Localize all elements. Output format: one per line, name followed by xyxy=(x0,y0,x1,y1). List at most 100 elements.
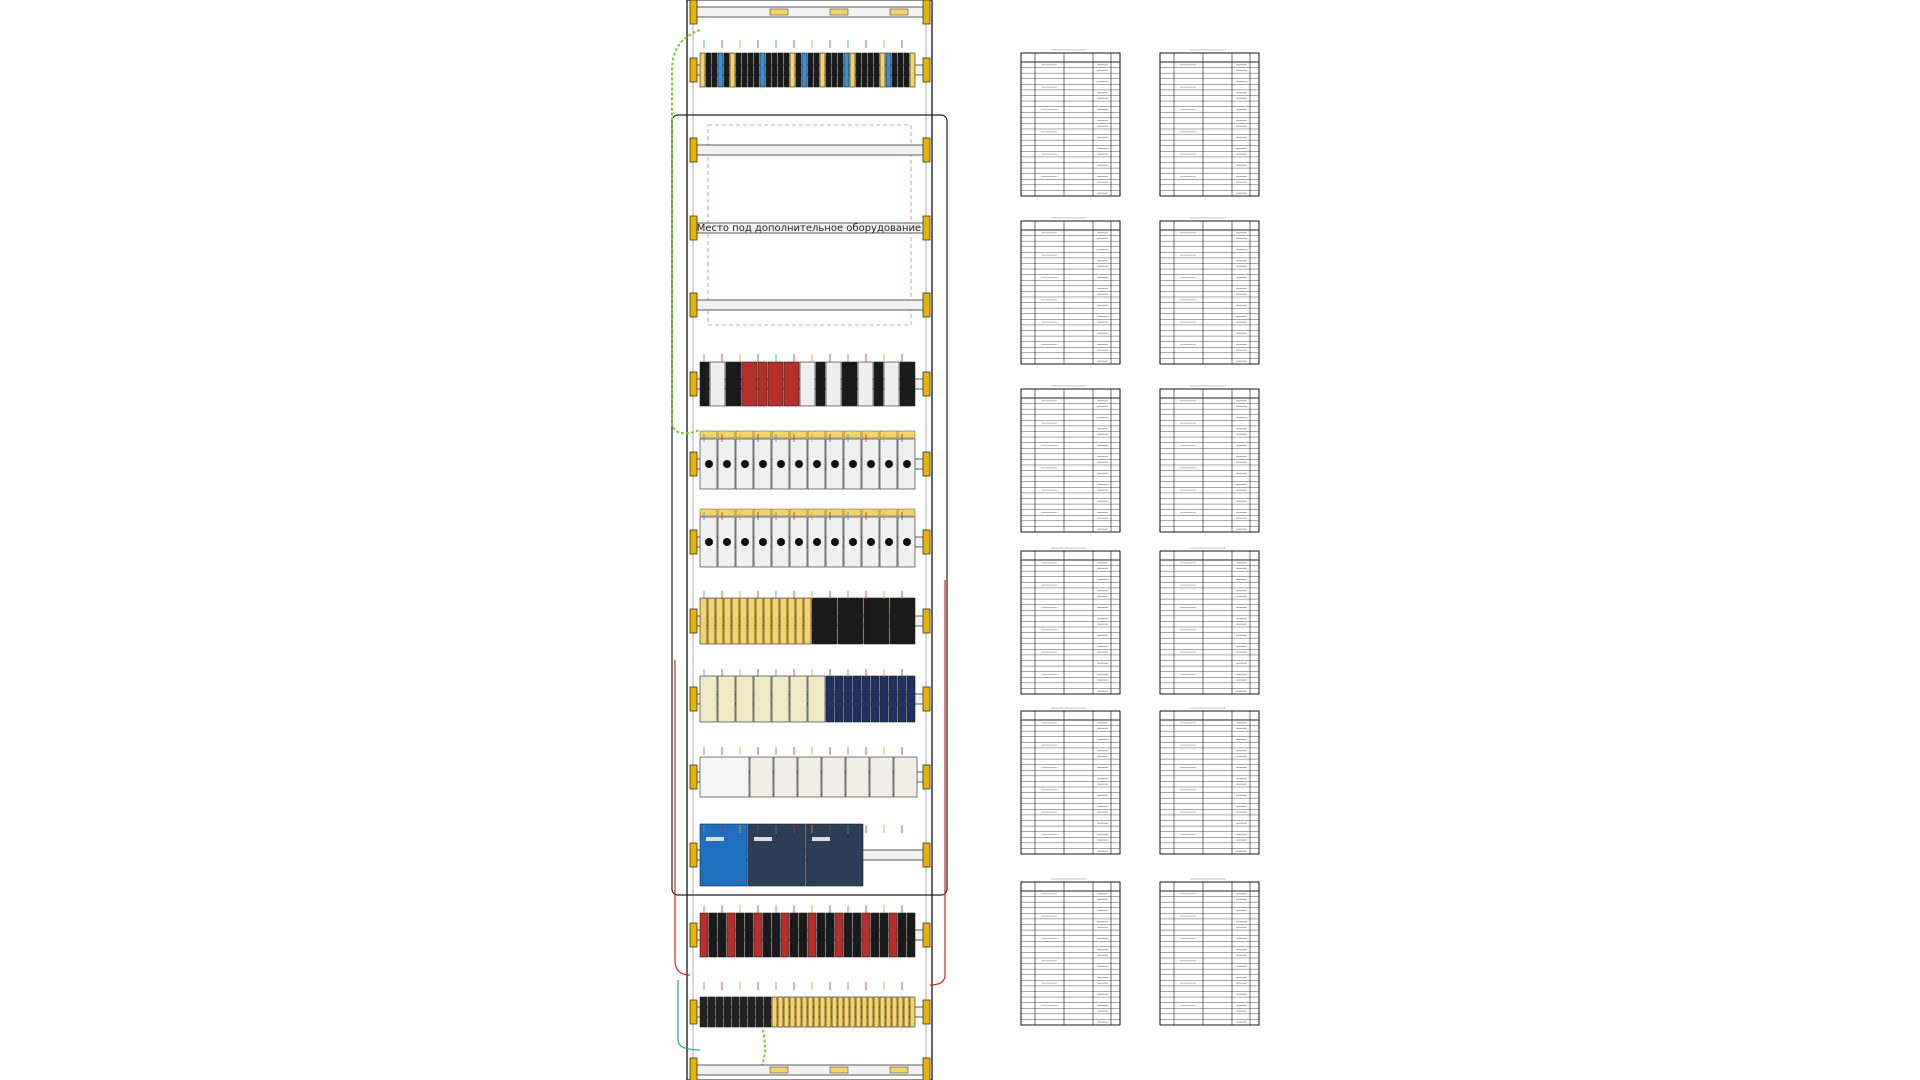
breaker-knob xyxy=(903,460,911,468)
breaker-knob xyxy=(795,460,803,468)
cable-table xyxy=(1020,52,1121,197)
terminal-block xyxy=(717,52,724,88)
device-label-tag xyxy=(825,508,844,517)
rail-end-clamp xyxy=(689,215,698,241)
circuit-breaker xyxy=(899,361,916,407)
terminal-block xyxy=(861,912,871,958)
io-module xyxy=(843,675,853,723)
io-module xyxy=(834,675,844,723)
terminal-block xyxy=(855,52,862,88)
circuit-breaker xyxy=(799,361,816,407)
io-module xyxy=(717,675,736,723)
cable-tables xyxy=(1020,49,1260,1026)
rail-end-clamp xyxy=(922,292,931,318)
rail-end-clamp xyxy=(689,0,698,25)
io-module xyxy=(852,675,862,723)
terminal-block xyxy=(834,912,844,958)
io-module xyxy=(888,675,898,723)
io-module xyxy=(906,675,916,723)
relay-module xyxy=(715,597,724,645)
breaker-knob xyxy=(885,538,893,546)
controller-module xyxy=(749,756,774,798)
rail-end-clamp xyxy=(689,529,698,555)
rail-marker xyxy=(829,1066,849,1074)
breaker-knob xyxy=(831,460,839,468)
rail-end-clamp xyxy=(689,137,698,163)
terminal-block xyxy=(867,52,874,88)
terminal-block xyxy=(765,52,772,88)
terminal-block xyxy=(753,912,763,958)
terminal-block xyxy=(771,52,778,88)
circuit-breaker xyxy=(741,361,758,407)
rail-end-clamp xyxy=(922,451,931,477)
terminal-block xyxy=(807,912,817,958)
rail-marker xyxy=(829,8,849,16)
device-label-tag xyxy=(717,508,736,517)
relay-module xyxy=(837,597,864,645)
breaker-knob xyxy=(777,460,785,468)
psu-label-plate xyxy=(706,837,724,841)
breaker-knob xyxy=(831,538,839,546)
terminal-block xyxy=(837,52,844,88)
terminal-block xyxy=(909,996,916,1028)
terminal-block xyxy=(739,996,748,1028)
terminal-block xyxy=(843,912,853,958)
terminal-block xyxy=(825,52,832,88)
ground-wire xyxy=(671,29,701,435)
rail-marker xyxy=(769,8,789,16)
io-module xyxy=(879,675,889,723)
psu-label-plate xyxy=(812,837,830,841)
terminal-block xyxy=(879,996,886,1028)
breaker-knob xyxy=(849,460,857,468)
circuit-breaker xyxy=(709,361,726,407)
terminal-block xyxy=(753,52,760,88)
rail-end-clamp xyxy=(689,764,698,790)
relay-module xyxy=(755,597,764,645)
terminal-block xyxy=(711,52,718,88)
rail-marker xyxy=(769,1066,789,1074)
power-supply xyxy=(747,823,806,887)
terminal-block xyxy=(744,912,754,958)
terminal-block xyxy=(789,52,796,88)
terminal-block xyxy=(837,996,844,1028)
io-module xyxy=(771,675,790,723)
device-label-tag xyxy=(753,430,772,439)
terminal-block xyxy=(825,996,832,1028)
rail-end-clamp xyxy=(689,292,698,318)
terminal-block xyxy=(885,996,892,1028)
terminal-block xyxy=(726,912,736,958)
rail-end-clamp xyxy=(922,608,931,634)
terminal-block xyxy=(708,912,718,958)
device-label-tag xyxy=(825,430,844,439)
terminal-block xyxy=(879,52,886,88)
relay-module xyxy=(889,597,916,645)
terminal-block xyxy=(759,52,766,88)
io-module xyxy=(789,675,808,723)
terminal-block xyxy=(789,912,799,958)
rail-end-clamp xyxy=(689,922,698,948)
device-label-tag xyxy=(879,508,898,517)
controller-module xyxy=(699,756,750,798)
ground-wire xyxy=(759,1019,766,1071)
relay-module xyxy=(863,597,890,645)
terminal-block xyxy=(741,52,748,88)
terminal-block xyxy=(735,52,742,88)
breaker-knob xyxy=(777,538,785,546)
terminal-block xyxy=(888,912,898,958)
terminal-block xyxy=(723,52,730,88)
rail-end-clamp xyxy=(922,57,931,83)
cable-duct-outline xyxy=(671,114,948,896)
terminal-block xyxy=(705,52,712,88)
relay-module xyxy=(779,597,788,645)
terminal-block xyxy=(699,912,709,958)
terminal-block xyxy=(717,912,727,958)
relay-module xyxy=(699,597,708,645)
terminal-block xyxy=(798,912,808,958)
breaker-knob xyxy=(813,460,821,468)
cable-table xyxy=(1020,550,1121,695)
device-label-tag xyxy=(861,508,880,517)
terminal-block xyxy=(897,52,904,88)
terminal-block xyxy=(819,52,826,88)
controller-module xyxy=(797,756,822,798)
terminal-block xyxy=(843,52,850,88)
